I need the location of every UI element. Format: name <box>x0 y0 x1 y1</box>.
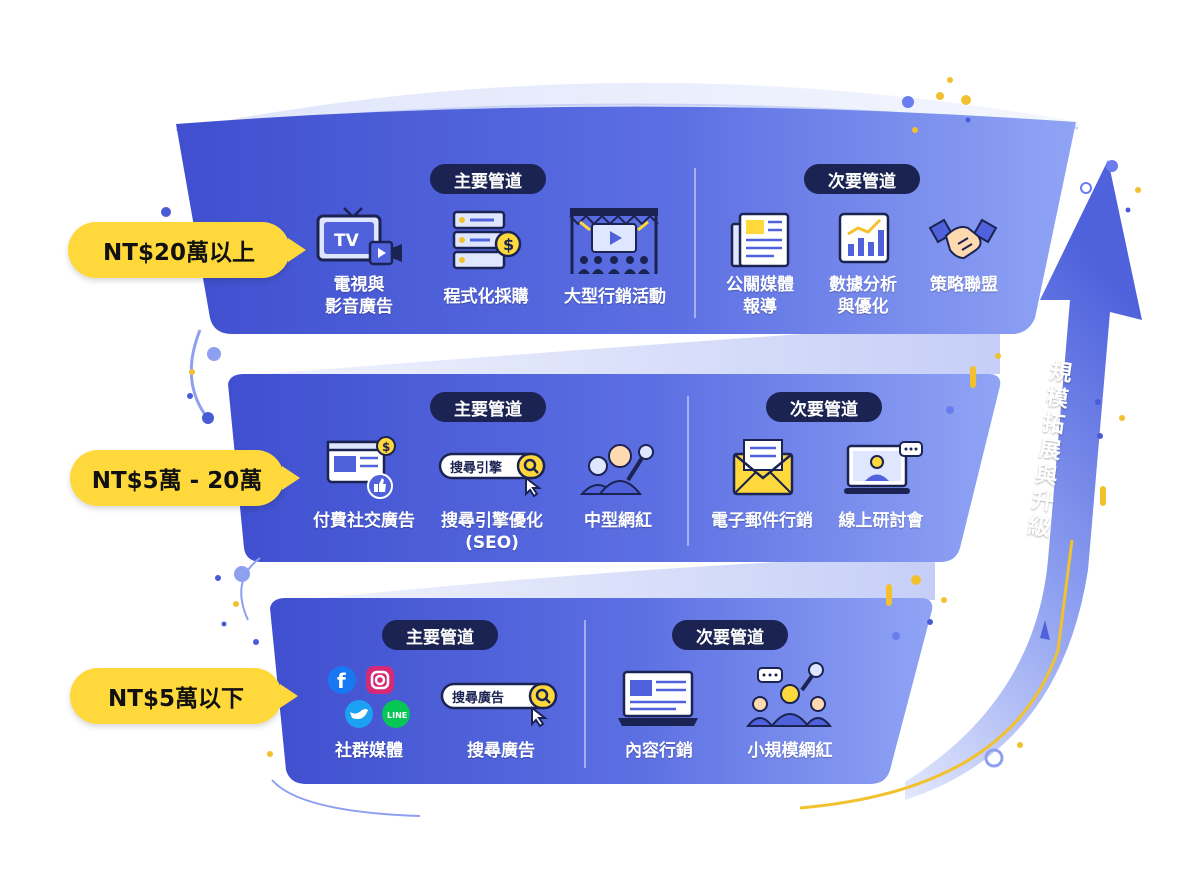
analytics-chart-icon <box>838 212 890 264</box>
secondary-channels-pill: 次要管道 <box>804 164 920 194</box>
primary-channels-pill: 主要管道 <box>430 164 546 194</box>
social-media-icons: f LINE <box>328 666 410 728</box>
svg-text:f: f <box>337 669 346 693</box>
ribbon-2 <box>300 560 935 600</box>
webinar-icon <box>844 441 923 494</box>
decor-dots <box>161 77 1141 768</box>
channel-label-seo: 搜尋引擎優化(SEO) <box>441 511 543 553</box>
svg-text:$: $ <box>503 235 514 254</box>
email-icon <box>732 439 794 496</box>
channel-label-mid-influencer: 中型網紅 <box>584 511 652 531</box>
svg-text:搜尋廣告: 搜尋廣告 <box>452 690 504 706</box>
search-engine-icon: 搜尋引擎 <box>438 452 546 498</box>
content-marketing-icon <box>618 670 698 726</box>
budget-tag-tier1: NT$20萬以上 <box>68 222 306 278</box>
channel-label-pr: 公關媒體報導 <box>726 275 794 317</box>
primary-channels-pill: 主要管道 <box>382 620 498 650</box>
channel-label-analytics: 數據分析與優化 <box>829 275 897 317</box>
secondary-channels-pill: 次要管道 <box>672 620 788 650</box>
newspaper-icon <box>730 212 790 268</box>
channel-label-paid-social: 付費社交廣告 <box>313 511 415 531</box>
band-top <box>176 106 1076 334</box>
ribbon-1 <box>262 330 1000 374</box>
search-ads-icon: 搜尋廣告 <box>440 682 558 728</box>
secondary-channels-pill: 次要管道 <box>766 392 882 422</box>
growth-arrow-shape <box>905 160 1142 800</box>
mid-influencer-icon <box>579 444 654 495</box>
channel-label-email: 電子郵件行銷 <box>711 511 813 531</box>
small-influencer-icon <box>745 662 833 727</box>
channel-label-search-ads: 搜尋廣告 <box>467 741 535 761</box>
primary-channels-pill: 主要管道 <box>430 392 546 422</box>
paid-social-icon: $ <box>326 436 396 499</box>
svg-text:LINE: LINE <box>387 711 407 720</box>
channel-label-programmatic: 程式化採購 <box>443 287 529 307</box>
svg-text:$: $ <box>382 440 390 454</box>
channel-label-alliance: 策略聯盟 <box>930 275 998 295</box>
channel-label-tv: 電視與影音廣告 <box>325 275 393 317</box>
channel-label-webinar: 線上研討會 <box>838 511 924 531</box>
svg-text:TV: TV <box>334 231 360 251</box>
channel-label-small-influencer: 小規模網紅 <box>747 741 833 761</box>
programmatic-icon: $ <box>452 210 522 270</box>
handshake-icon <box>928 218 998 260</box>
funnel-rim <box>176 82 1078 130</box>
tv-video-icon: TV <box>316 207 402 266</box>
budget-tag-tier3: NT$5萬以下 <box>70 668 298 724</box>
channel-label-event: 大型行銷活動 <box>564 287 666 307</box>
channel-label-content: 內容行銷 <box>625 741 693 761</box>
budget-tag-tier2: NT$5萬 - 20萬 <box>70 450 300 506</box>
stage-event-icon <box>569 208 659 274</box>
channel-label-social-media: 社群媒體 <box>335 741 403 761</box>
svg-text:搜尋引擎: 搜尋引擎 <box>450 460 502 476</box>
